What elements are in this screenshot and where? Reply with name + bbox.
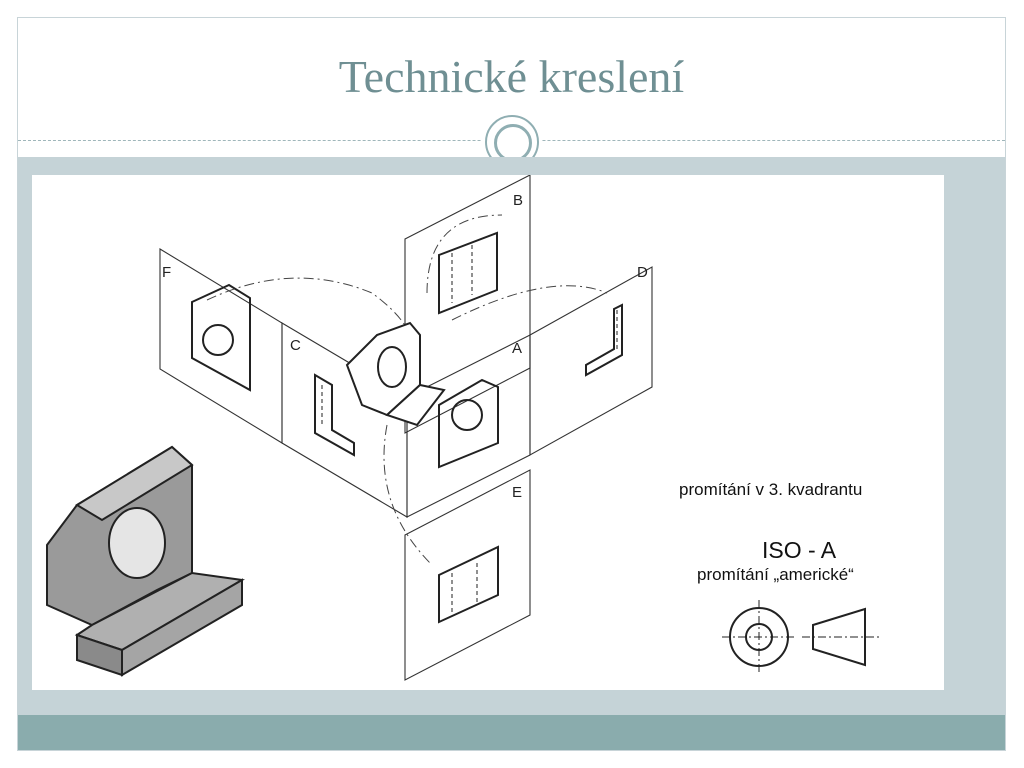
plane-label-c: C bbox=[290, 337, 301, 354]
view-b bbox=[438, 231, 498, 315]
plane-f bbox=[159, 248, 283, 444]
view-f bbox=[191, 283, 251, 392]
projection-symbol-icon bbox=[722, 600, 882, 674]
plane-label-a: A bbox=[512, 340, 522, 357]
footer-band bbox=[18, 715, 1005, 750]
caption-quadrant: promítání v 3. kvadrantu bbox=[679, 480, 862, 499]
plane-label-d: D bbox=[637, 264, 648, 281]
projection-drawing: F C B A D E promítání v 3. kvadrantu ISO… bbox=[46, 175, 882, 681]
view-e bbox=[438, 545, 499, 624]
plane-e bbox=[404, 469, 531, 681]
plane-label-e: E bbox=[512, 484, 522, 501]
slide-title: Technické kreslení bbox=[338, 51, 685, 102]
caption-american: promítání „americké“ bbox=[697, 565, 854, 584]
plane-d bbox=[529, 266, 653, 456]
plane-label-b: B bbox=[513, 192, 523, 209]
view-d bbox=[585, 303, 623, 377]
caption-iso: ISO - A bbox=[762, 537, 837, 563]
center-part bbox=[345, 321, 446, 427]
view-c bbox=[314, 373, 355, 457]
construction-arcs bbox=[206, 214, 608, 566]
plane-label-f: F bbox=[162, 264, 171, 281]
projection-diagram: F C B A D E promítání v 3. kvadrantu ISO… bbox=[32, 175, 944, 690]
view-a bbox=[438, 378, 499, 469]
shaded-part bbox=[46, 445, 245, 677]
